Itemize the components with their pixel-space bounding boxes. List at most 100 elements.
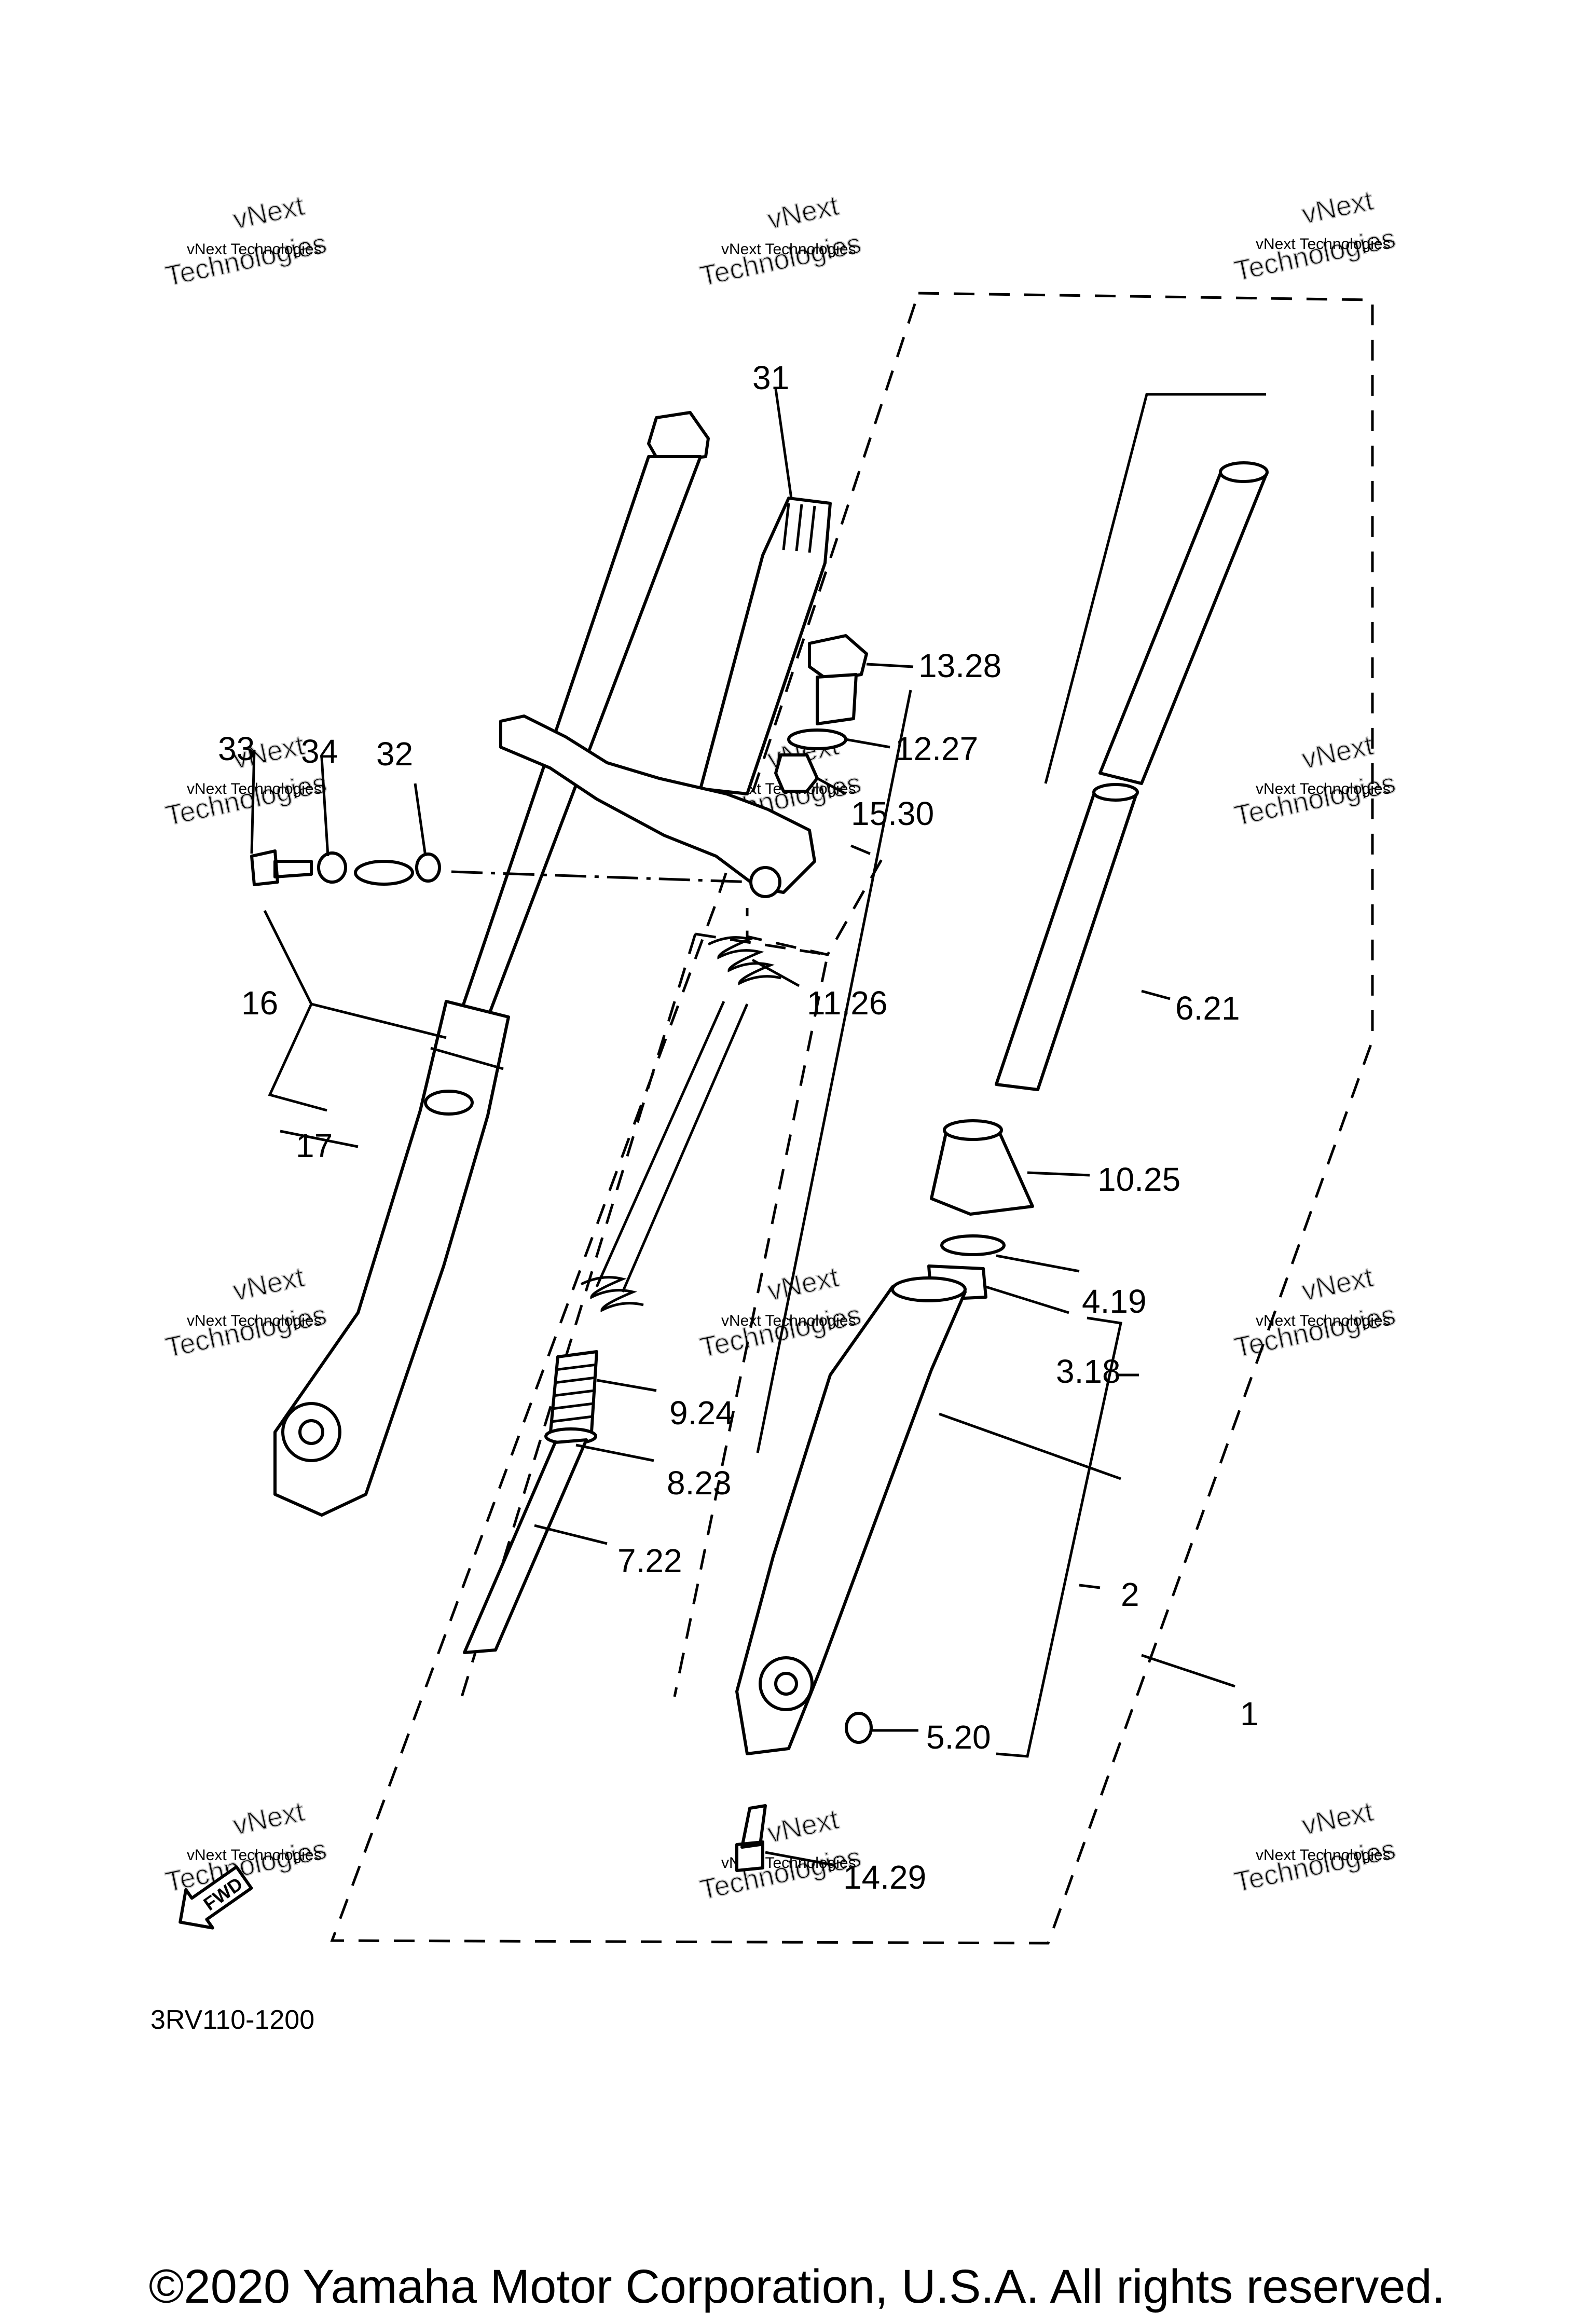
watermark-vnext: vNext — [230, 190, 307, 235]
left-fork-assembly — [273, 411, 710, 1517]
left-outer-tube-upper — [458, 455, 702, 1026]
left-drain-boss — [424, 1090, 474, 1116]
o-ring-12 — [787, 728, 847, 750]
callout-2: 2 — [1121, 1576, 1139, 1613]
callout-5-20: 5.20 — [926, 1718, 991, 1756]
steering-stem-thread — [782, 503, 816, 553]
watermark-vnext: vNext — [765, 1261, 842, 1307]
watermark-vnext: vNext — [1299, 1796, 1376, 1841]
watermark-technologies: Technologies — [697, 1299, 864, 1364]
inner-tube-6-upper — [1098, 468, 1268, 785]
outer-tube-2-mouth — [891, 1276, 967, 1302]
watermark-vnext: vNext — [1299, 1261, 1376, 1307]
ring-32-a — [354, 860, 414, 886]
spring-11-coils — [707, 936, 781, 986]
watermark-technologies: Technologies — [1232, 1299, 1398, 1364]
cap-bolt-13 — [808, 634, 868, 681]
copyright-notice: ©2020 Yamaha Motor Corporation, U.S.A. A… — [148, 2260, 1446, 2313]
assembly-boundary-dashed — [330, 292, 1374, 1945]
bracket-pinch-hole — [749, 866, 781, 898]
washer-34 — [317, 851, 347, 884]
spring-11-body — [595, 1000, 749, 1292]
bolt-33 — [250, 849, 313, 886]
callout-10-25: 10.25 — [1097, 1161, 1180, 1198]
cap-bolt-13-thread — [816, 673, 858, 725]
watermark-vnext: vNext — [230, 1796, 307, 1841]
callout-4-19: 4.19 — [1082, 1283, 1147, 1320]
seal-group — [927, 1119, 1034, 1301]
callout-7-22: 7.22 — [617, 1542, 682, 1579]
callout-16: 16 — [241, 984, 278, 1022]
outer-tube-2 — [735, 1276, 967, 1872]
watermark-vnext: vNext — [1299, 185, 1376, 230]
inner-tube-6-top — [1219, 461, 1269, 483]
collar-15 — [774, 753, 819, 793]
callout-1: 1 — [1240, 1695, 1259, 1732]
watermark-caption: vNext Technologies — [1256, 236, 1391, 253]
callout-8-23: 8.23 — [667, 1464, 732, 1502]
callout-31: 31 — [752, 359, 789, 396]
clip-4 — [940, 1234, 1006, 1256]
callout-3-18: 3.18 — [1056, 1353, 1121, 1390]
inner-rod-boundary-dashed — [673, 932, 829, 1697]
ring-32-b — [415, 852, 441, 883]
cap-bolt-group — [774, 634, 868, 793]
left-slider-seal-band — [430, 1047, 504, 1070]
spring-11-lower-coils — [580, 1276, 644, 1313]
inner-tube-6-mid — [1092, 783, 1139, 802]
watermark-vnext: vNext — [765, 190, 842, 235]
watermark-caption: vNext Technologies — [1256, 780, 1391, 797]
bolt-14 — [735, 1804, 767, 1872]
callout-33: 33 — [218, 730, 255, 767]
inner-tube-6 — [995, 461, 1269, 1091]
diagram-code: 3RV110-1200 — [150, 2005, 314, 2035]
spring-11 — [580, 936, 781, 1313]
watermark-technologies: Technologies — [163, 1299, 329, 1364]
watermark-technologies: Technologies — [697, 228, 864, 292]
damper-rod-group — [463, 1350, 598, 1654]
outer-tube-2-axle-hole — [774, 1672, 798, 1696]
pinch-bolt-centerline — [451, 870, 753, 884]
inner-tube-group-line — [756, 690, 912, 1453]
callout-17: 17 — [296, 1127, 333, 1164]
dust-seal-10 — [930, 1127, 1034, 1216]
callout-9-24: 9.24 — [669, 1394, 734, 1432]
dust-seal-10-top — [943, 1119, 1003, 1141]
watermark-caption: vNext Technologies — [721, 241, 856, 258]
callout-11-26: 11.26 — [807, 984, 887, 1022]
callout-6-21: 6.21 — [1175, 989, 1240, 1027]
watermark-technologies: Technologies — [163, 767, 329, 832]
callout-14-29: 14.29 — [843, 1859, 926, 1896]
callout-12-27: 12.27 — [895, 730, 978, 767]
watermark-vnext: vNext — [765, 1804, 842, 1849]
watermark-vnext: vNext — [1299, 730, 1376, 775]
leader-lines — [250, 389, 1266, 1867]
left-slider — [273, 1000, 510, 1517]
watermark-technologies: Technologies — [1232, 223, 1398, 287]
inner-tube-6-lower — [995, 790, 1138, 1091]
steering-stem-31 — [699, 497, 832, 795]
fork-cap-bolt — [647, 411, 710, 463]
callout-15-30: 15.30 — [851, 795, 934, 832]
watermark-technologies: Technologies — [1232, 1834, 1398, 1898]
watermark-caption: vNext Technologies — [187, 241, 322, 258]
callout-13-28: 13.28 — [918, 647, 1001, 684]
inner-group-boundary-dashed — [746, 844, 884, 956]
callout-32: 32 — [376, 735, 413, 773]
outer-tube-2-body — [735, 1285, 967, 1755]
under-bracket — [499, 714, 816, 894]
pinch-bolt-group — [250, 849, 753, 886]
damper-spring-9-coils — [551, 1363, 597, 1423]
watermark-technologies: Technologies — [163, 228, 329, 292]
watermark-caption: vNext Technologies — [187, 1847, 322, 1864]
callout-34: 34 — [301, 733, 338, 770]
damper-rod-7 — [463, 1438, 588, 1654]
